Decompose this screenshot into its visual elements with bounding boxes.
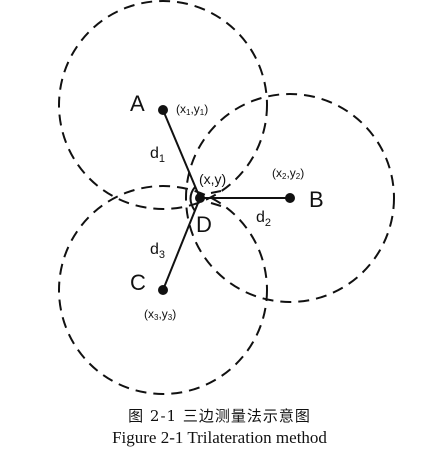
range-circle-c: [58, 185, 268, 395]
bracket-left-mark: [189, 186, 196, 212]
label-a: A: [130, 91, 145, 116]
distance-label-d3: d3: [150, 241, 165, 261]
line-d1: [162, 109, 201, 199]
label-b: B: [309, 187, 324, 212]
distance-label-d2: d2: [256, 209, 271, 229]
range-circle-b: [185, 93, 395, 303]
anchor-c-dot: [158, 285, 168, 295]
anchor-b-dot: [285, 193, 295, 203]
unknown-d-dot: [195, 193, 205, 203]
distance-label-d1: d1: [150, 145, 165, 165]
coord-label-a: (x1,y1): [176, 102, 208, 117]
label-d: D: [196, 212, 212, 237]
coord-label-d: (x,y): [199, 171, 226, 187]
caption-english: Figure 2-1 Trilateration method: [112, 428, 327, 447]
coord-label-b: (x2,y2): [272, 166, 304, 181]
line-d3: [162, 197, 201, 291]
coord-label-c: (x3,y3): [144, 307, 176, 322]
anchor-a-dot: [158, 105, 168, 115]
figure-caption: 图 2-1 三边测量法示意图 Figure 2-1 Trilateration …: [0, 406, 439, 450]
caption-chinese: 图 2-1 三边测量法示意图: [128, 407, 311, 425]
bracket-right-mark: [210, 190, 222, 207]
trilateration-diagram: A B C D d1 d2 d3 (x1,y1) (x2,y2) (x3,y3)…: [58, 0, 395, 395]
label-c: C: [130, 270, 146, 295]
range-circle-a: [58, 0, 268, 210]
